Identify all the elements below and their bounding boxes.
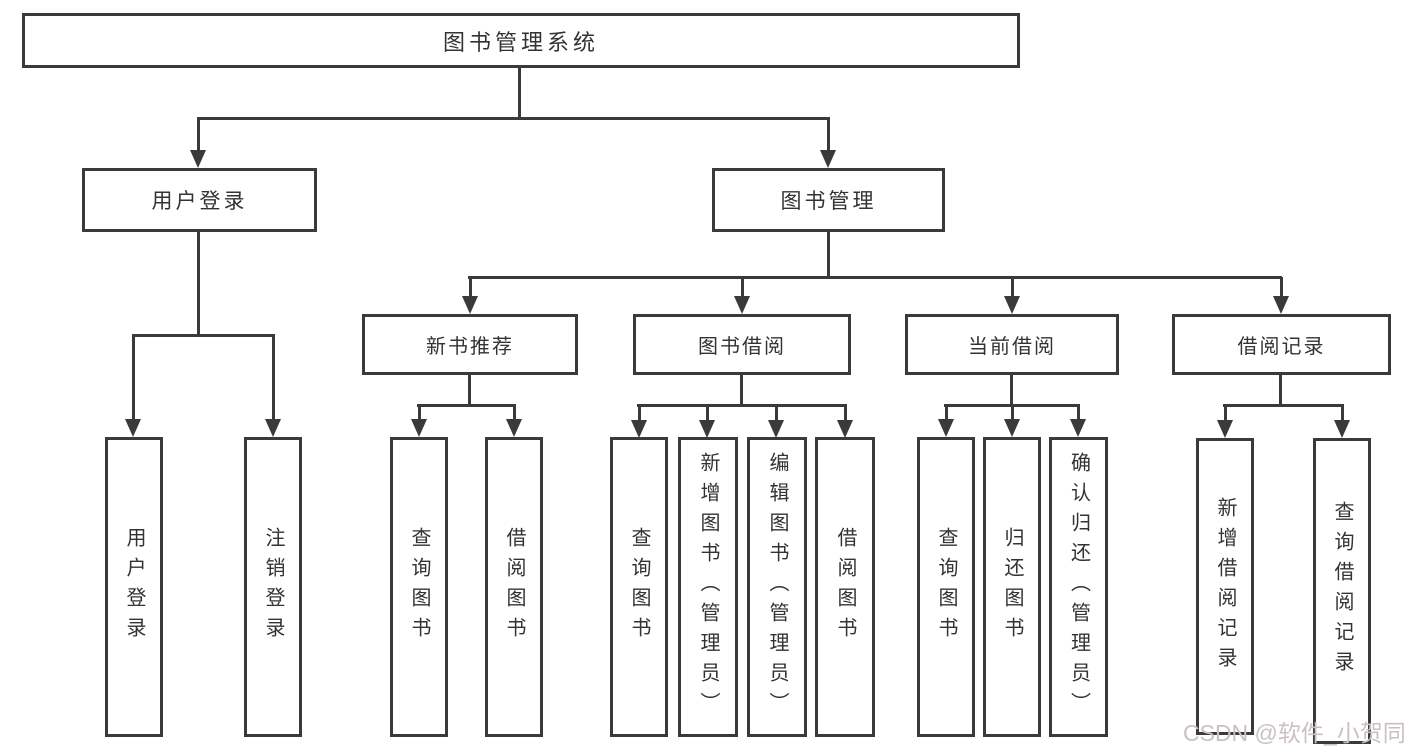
arrow-down-icon <box>938 405 954 437</box>
arrow-down-icon <box>837 405 853 438</box>
leaf-user-login: 用户登录 <box>105 437 163 737</box>
node-label: 编辑图书（管理员） <box>766 452 788 722</box>
node-current-borrow: 当前借阅 <box>905 314 1119 375</box>
node-label: 借阅记录 <box>1237 336 1326 358</box>
edge-root-vline <box>518 68 521 120</box>
arrow-down-icon <box>1070 405 1086 437</box>
node-book-management: 图书管理 <box>712 168 945 232</box>
node-label: 图书借阅 <box>698 336 786 358</box>
node-label: 新书推荐 <box>426 336 514 358</box>
arrow-down-icon <box>462 277 478 314</box>
arrow-down-icon <box>734 277 750 314</box>
leaf-query-book-recommend: 查询图书 <box>390 437 448 737</box>
leaf-query-book-borrow: 查询图书 <box>610 437 668 737</box>
node-label: 确认归还（管理员） <box>1067 452 1090 722</box>
node-label: 用户登录 <box>123 527 145 647</box>
leaf-borrow-book: 借阅图书 <box>815 437 875 737</box>
leaf-add-borrow-record: 新增借阅记录 <box>1196 438 1254 735</box>
node-label: 归还图书 <box>1001 527 1023 647</box>
node-label: 图书管理 <box>780 190 877 213</box>
node-label: 新增图书（管理员） <box>697 452 719 722</box>
arrow-down-icon <box>768 405 784 438</box>
leaf-add-book-admin: 新增图书（管理员） <box>678 437 738 737</box>
arrow-down-icon <box>411 405 427 437</box>
node-label: 当前借阅 <box>968 336 1056 358</box>
arrow-down-icon <box>820 118 836 168</box>
leaf-confirm-return-admin: 确认归还（管理员） <box>1049 437 1108 737</box>
leaf-query-borrow-record: 查询借阅记录 <box>1313 438 1371 744</box>
arrow-down-icon <box>1217 405 1233 438</box>
arrow-down-icon <box>631 405 647 438</box>
node-label: 查询图书 <box>935 527 957 647</box>
edge-book-mgmt-hline <box>468 276 1282 279</box>
node-label: 图书管理系统 <box>442 29 599 55</box>
node-label: 用户登录 <box>151 190 248 213</box>
edge-new-book-hline <box>417 404 516 407</box>
node-label: 查询图书 <box>628 527 650 647</box>
edge-root-hline <box>197 117 830 120</box>
arrow-down-icon <box>1004 405 1020 437</box>
node-borrow-records: 借阅记录 <box>1172 314 1391 375</box>
arrow-down-icon <box>1273 277 1289 314</box>
edge-current-borrow-vline <box>1010 375 1013 407</box>
edge-borrow-records-hline <box>1223 404 1344 407</box>
node-new-book-recommend: 新书推荐 <box>362 314 578 375</box>
edge-borrow-records-vline <box>1279 375 1282 407</box>
arrow-down-icon <box>699 405 715 438</box>
arrow-down-icon <box>125 335 141 437</box>
arrow-down-icon <box>506 405 522 437</box>
node-label: 注销登录 <box>262 527 284 647</box>
leaf-borrow-book-recommend: 借阅图书 <box>485 437 543 737</box>
arrow-down-icon <box>1004 277 1020 314</box>
node-label: 查询图书 <box>408 527 430 647</box>
node-label: 借阅图书 <box>834 527 856 647</box>
arrow-down-icon <box>1334 405 1350 438</box>
edge-book-borrow-hline <box>637 404 847 407</box>
node-label: 借阅图书 <box>503 527 525 647</box>
edge-book-mgmt-vline <box>827 232 830 278</box>
node-label: 查询借阅记录 <box>1331 501 1353 681</box>
edge-user-login-vline <box>197 232 200 337</box>
edge-book-borrow-vline <box>740 375 743 407</box>
node-label: 新增借阅记录 <box>1214 496 1236 677</box>
node-user-login: 用户登录 <box>82 168 317 232</box>
edge-new-book-vline <box>468 375 471 407</box>
leaf-query-book-current: 查询图书 <box>917 437 975 737</box>
arrow-down-icon <box>190 118 206 168</box>
watermark-text: CSDN @软件_小贺同学 <box>1183 720 1405 746</box>
leaf-edit-book-admin: 编辑图书（管理员） <box>747 437 807 737</box>
leaf-return-book: 归还图书 <box>983 437 1041 737</box>
node-root-library-system: 图书管理系统 <box>22 13 1020 68</box>
arrow-down-icon <box>265 335 281 437</box>
node-book-borrow: 图书借阅 <box>633 314 851 375</box>
leaf-logout: 注销登录 <box>244 437 302 737</box>
edge-user-login-hline <box>132 334 275 337</box>
